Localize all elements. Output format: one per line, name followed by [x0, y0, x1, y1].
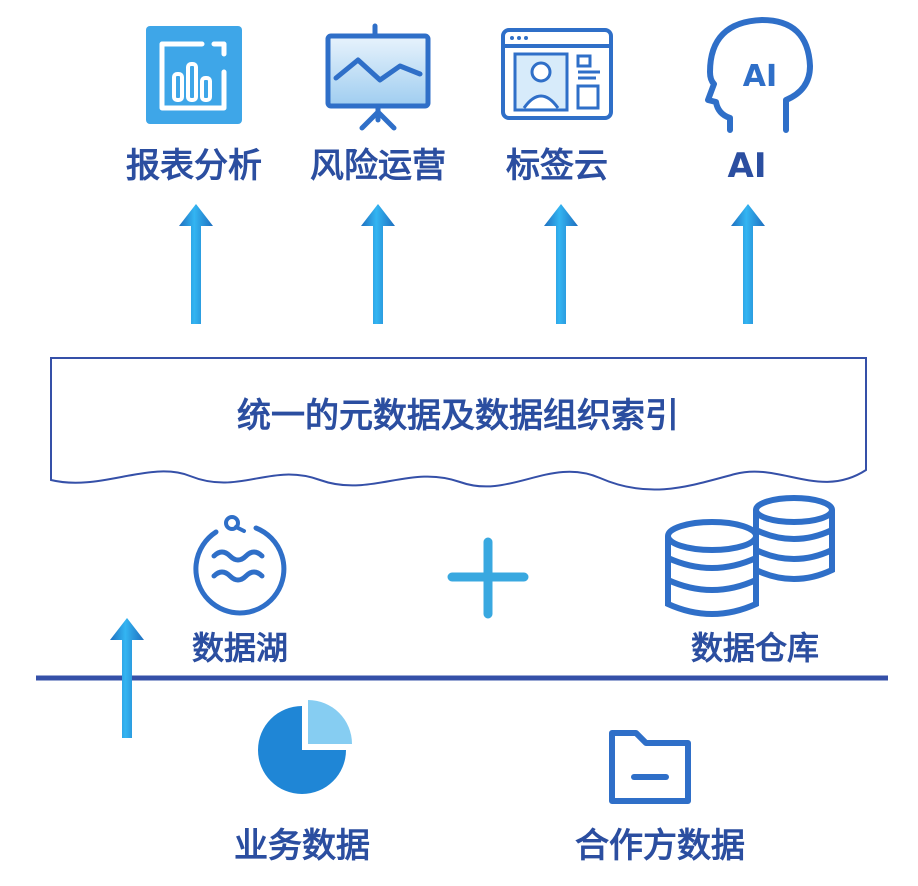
arrow-to-tag-cloud [544, 204, 578, 324]
bar-chart-icon [146, 26, 242, 124]
folder-icon [609, 730, 691, 804]
arrow-to-risk [361, 204, 395, 324]
arrow-to-report [179, 204, 213, 324]
water-circle-icon [193, 515, 287, 616]
label-risk-operations: 风险运营 [310, 146, 446, 186]
presentation-board-icon [325, 23, 431, 131]
plus-icon [447, 537, 529, 619]
label-partner-data: 合作方数据 [575, 826, 745, 866]
label-unified-metadata-index: 统一的元数据及数据组织索引 [237, 396, 679, 436]
label-data-warehouse: 数据仓库 [690, 629, 820, 667]
index-layer-box [50, 357, 867, 491]
arrow-to-ai [731, 204, 765, 324]
label-business-data: 业务数据 [234, 826, 370, 866]
ai-icon-text: AI [743, 59, 777, 94]
label-tag-cloud: 标签云 [506, 146, 608, 186]
pie-chart-icon [258, 700, 352, 794]
user-profile-card-icon [501, 28, 613, 120]
arrow-to-data-lake [110, 618, 144, 738]
label-ai: AI [727, 146, 767, 186]
label-report-analysis: 报表分析 [126, 146, 262, 186]
database-stack-icon [665, 495, 835, 617]
label-data-lake: 数据湖 [191, 629, 289, 667]
ai-head-icon: AI [705, 17, 813, 133]
